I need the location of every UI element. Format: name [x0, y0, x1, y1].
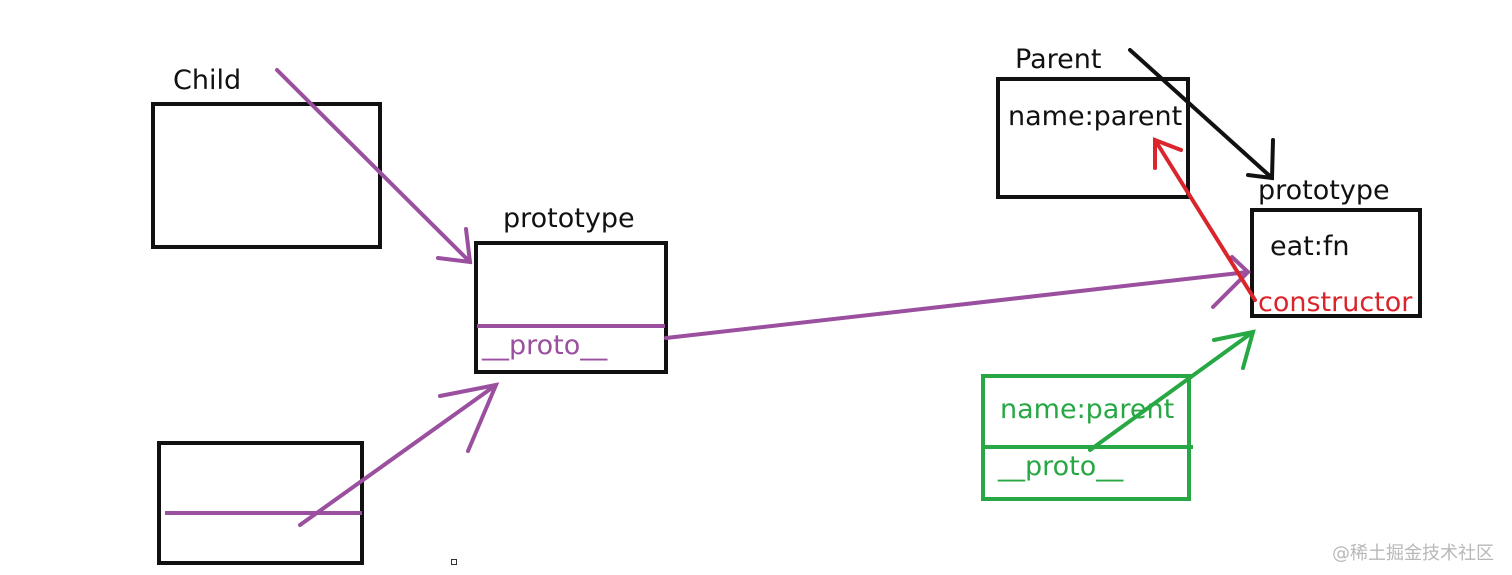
arrow-parent-to-prototype [1128, 48, 1275, 181]
parent-prototype-label: prototype [1258, 175, 1390, 206]
parent-box [996, 77, 1190, 199]
child-prototype-box [474, 241, 668, 374]
child-proto-label: __proto__ [481, 330, 608, 361]
parent-prototype-box [1250, 208, 1422, 318]
child-prototype-label: prototype [503, 203, 635, 234]
small-square-mark [451, 559, 457, 565]
arrow-instance-proto-to-parent-prototype [1088, 329, 1256, 452]
arrow-child-to-prototype [275, 68, 473, 265]
arrow-constructor-to-parent [1153, 137, 1257, 302]
instance-proto-label: __proto__ [997, 451, 1124, 482]
parent-instance-box [981, 374, 1191, 501]
eat-method-label: eat:fn [1270, 231, 1349, 262]
child-box [151, 102, 382, 249]
child-instance-box [157, 441, 364, 565]
arrow-proto-to-parent-prototype [664, 255, 1251, 340]
child-label: Child [173, 65, 241, 96]
parent-label: Parent [1015, 44, 1101, 75]
constructor-label: constructor [1258, 287, 1413, 318]
watermark: @稀土掘金技术社区 [1332, 543, 1494, 564]
arrow-instance-to-child-prototype [298, 382, 500, 527]
parent-name-label: name:parent [1008, 101, 1182, 132]
